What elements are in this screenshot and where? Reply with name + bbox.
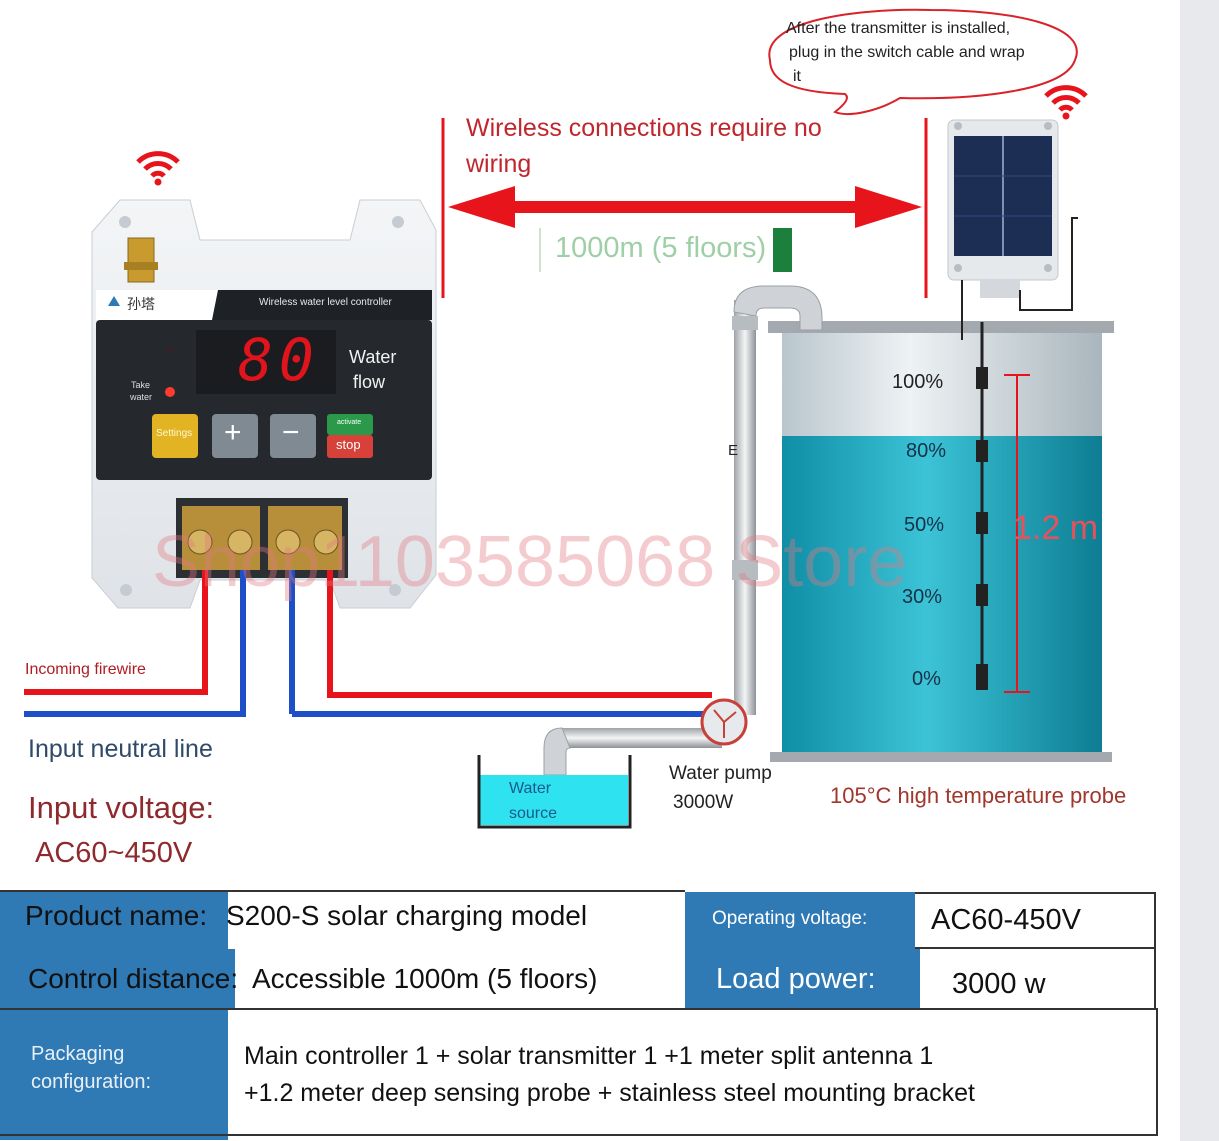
water-source-label-line2: source [509,805,558,822]
stop-button-label[interactable]: stop [336,437,361,452]
tank-height-label: 1.2 m [1013,509,1099,547]
solar-transmitter [947,119,1078,340]
operating-voltage-label-bg [685,892,915,949]
display-caption-line1: Water [349,347,397,367]
controller-brand: 孙塔 [127,296,155,312]
input-voltage-title: Input voltage: [28,790,215,825]
operating-voltage-label: Operating voltage: [712,908,868,929]
wifi-icon [136,151,180,186]
distance-label: 1000m (5 floors) [555,232,767,264]
input-neutral-label: Input neutral line [28,735,213,763]
product-name-value: S200-S solar charging model [226,900,588,931]
display-caption-line2: flow [353,372,386,392]
store-watermark: Shop1103585068 Store [152,522,908,602]
load-power-value: 3000 w [952,968,1046,1000]
control-distance-value: Accessible 1000m (5 floors) [252,963,598,994]
plus-button-label[interactable]: + [224,416,242,449]
stop-button[interactable] [327,435,373,458]
controller-display-value: 80 [238,326,320,394]
control-distance-label: Control distance: [28,963,239,994]
packaging-label-bg [0,1008,228,1140]
plus-button[interactable] [212,414,258,458]
product-name-label: Product name: [25,900,208,931]
pipe-mark: E [728,442,739,459]
controller-model-title: Wireless water level controller [259,297,392,308]
water-source-label-line1: Water [509,780,552,797]
wifi-icon [1044,85,1088,120]
callout-text-line1: After the transmitter is installed, [786,20,1011,37]
led-label-line2: water [130,392,153,402]
callout-text-line3: it [793,68,801,85]
load-power-label-bg [685,949,920,1009]
packaging-label-line1: Packaging [31,1043,125,1065]
wireless-note-line2: wiring [466,150,532,178]
wiring [24,570,712,717]
probe-label: 105°C high temperature probe [830,783,1127,808]
callout-text-line2: plug in the switch cable and wrap [789,44,1025,61]
minus-button-label[interactable]: − [282,416,300,449]
incoming-firewire-label: Incoming firewire [25,661,146,678]
pump-label-line1: Water pump [669,763,772,784]
level-label-80: 80% [906,440,947,462]
minus-button[interactable] [270,414,316,458]
pump-label-line2: 3000W [673,792,734,813]
control-distance-label-bg [0,949,235,1008]
packaging-line2: +1.2 meter deep sensing probe + stainles… [244,1079,975,1107]
water-pipe [543,285,823,776]
settings-button-label[interactable]: Settings [156,428,193,439]
right-margin-bar [1180,0,1219,1141]
packaging-label-line2: configuration: [31,1071,152,1093]
level-label-100: 100% [892,371,944,393]
water-tank [768,321,1114,762]
settings-button[interactable] [152,414,198,458]
product-name-label-bg [0,892,228,949]
activate-button[interactable] [327,414,373,435]
packaging-line1: Main controller 1 + solar transmitter 1 … [244,1042,934,1070]
activate-button-label[interactable]: activate [337,419,362,426]
input-voltage-value: AC60~450V [35,837,193,869]
level-label-50: 50% [904,514,945,536]
wireless-note-line1: Wireless connections require no [466,114,822,142]
spec-table: Product name: S200-S solar charging mode… [0,890,1160,1140]
led-label-line1: Take [131,380,151,390]
operating-voltage-value: AC60-450V [931,904,1081,936]
range-double-arrow [448,186,922,228]
distance-marker [773,228,792,272]
level-label-0: 0% [912,668,941,690]
callout-bubble [768,8,1078,116]
controller-unit [91,199,437,609]
level-label-30: 30% [902,586,943,608]
load-power-label: Load power: [716,963,876,995]
water-source [477,755,632,829]
